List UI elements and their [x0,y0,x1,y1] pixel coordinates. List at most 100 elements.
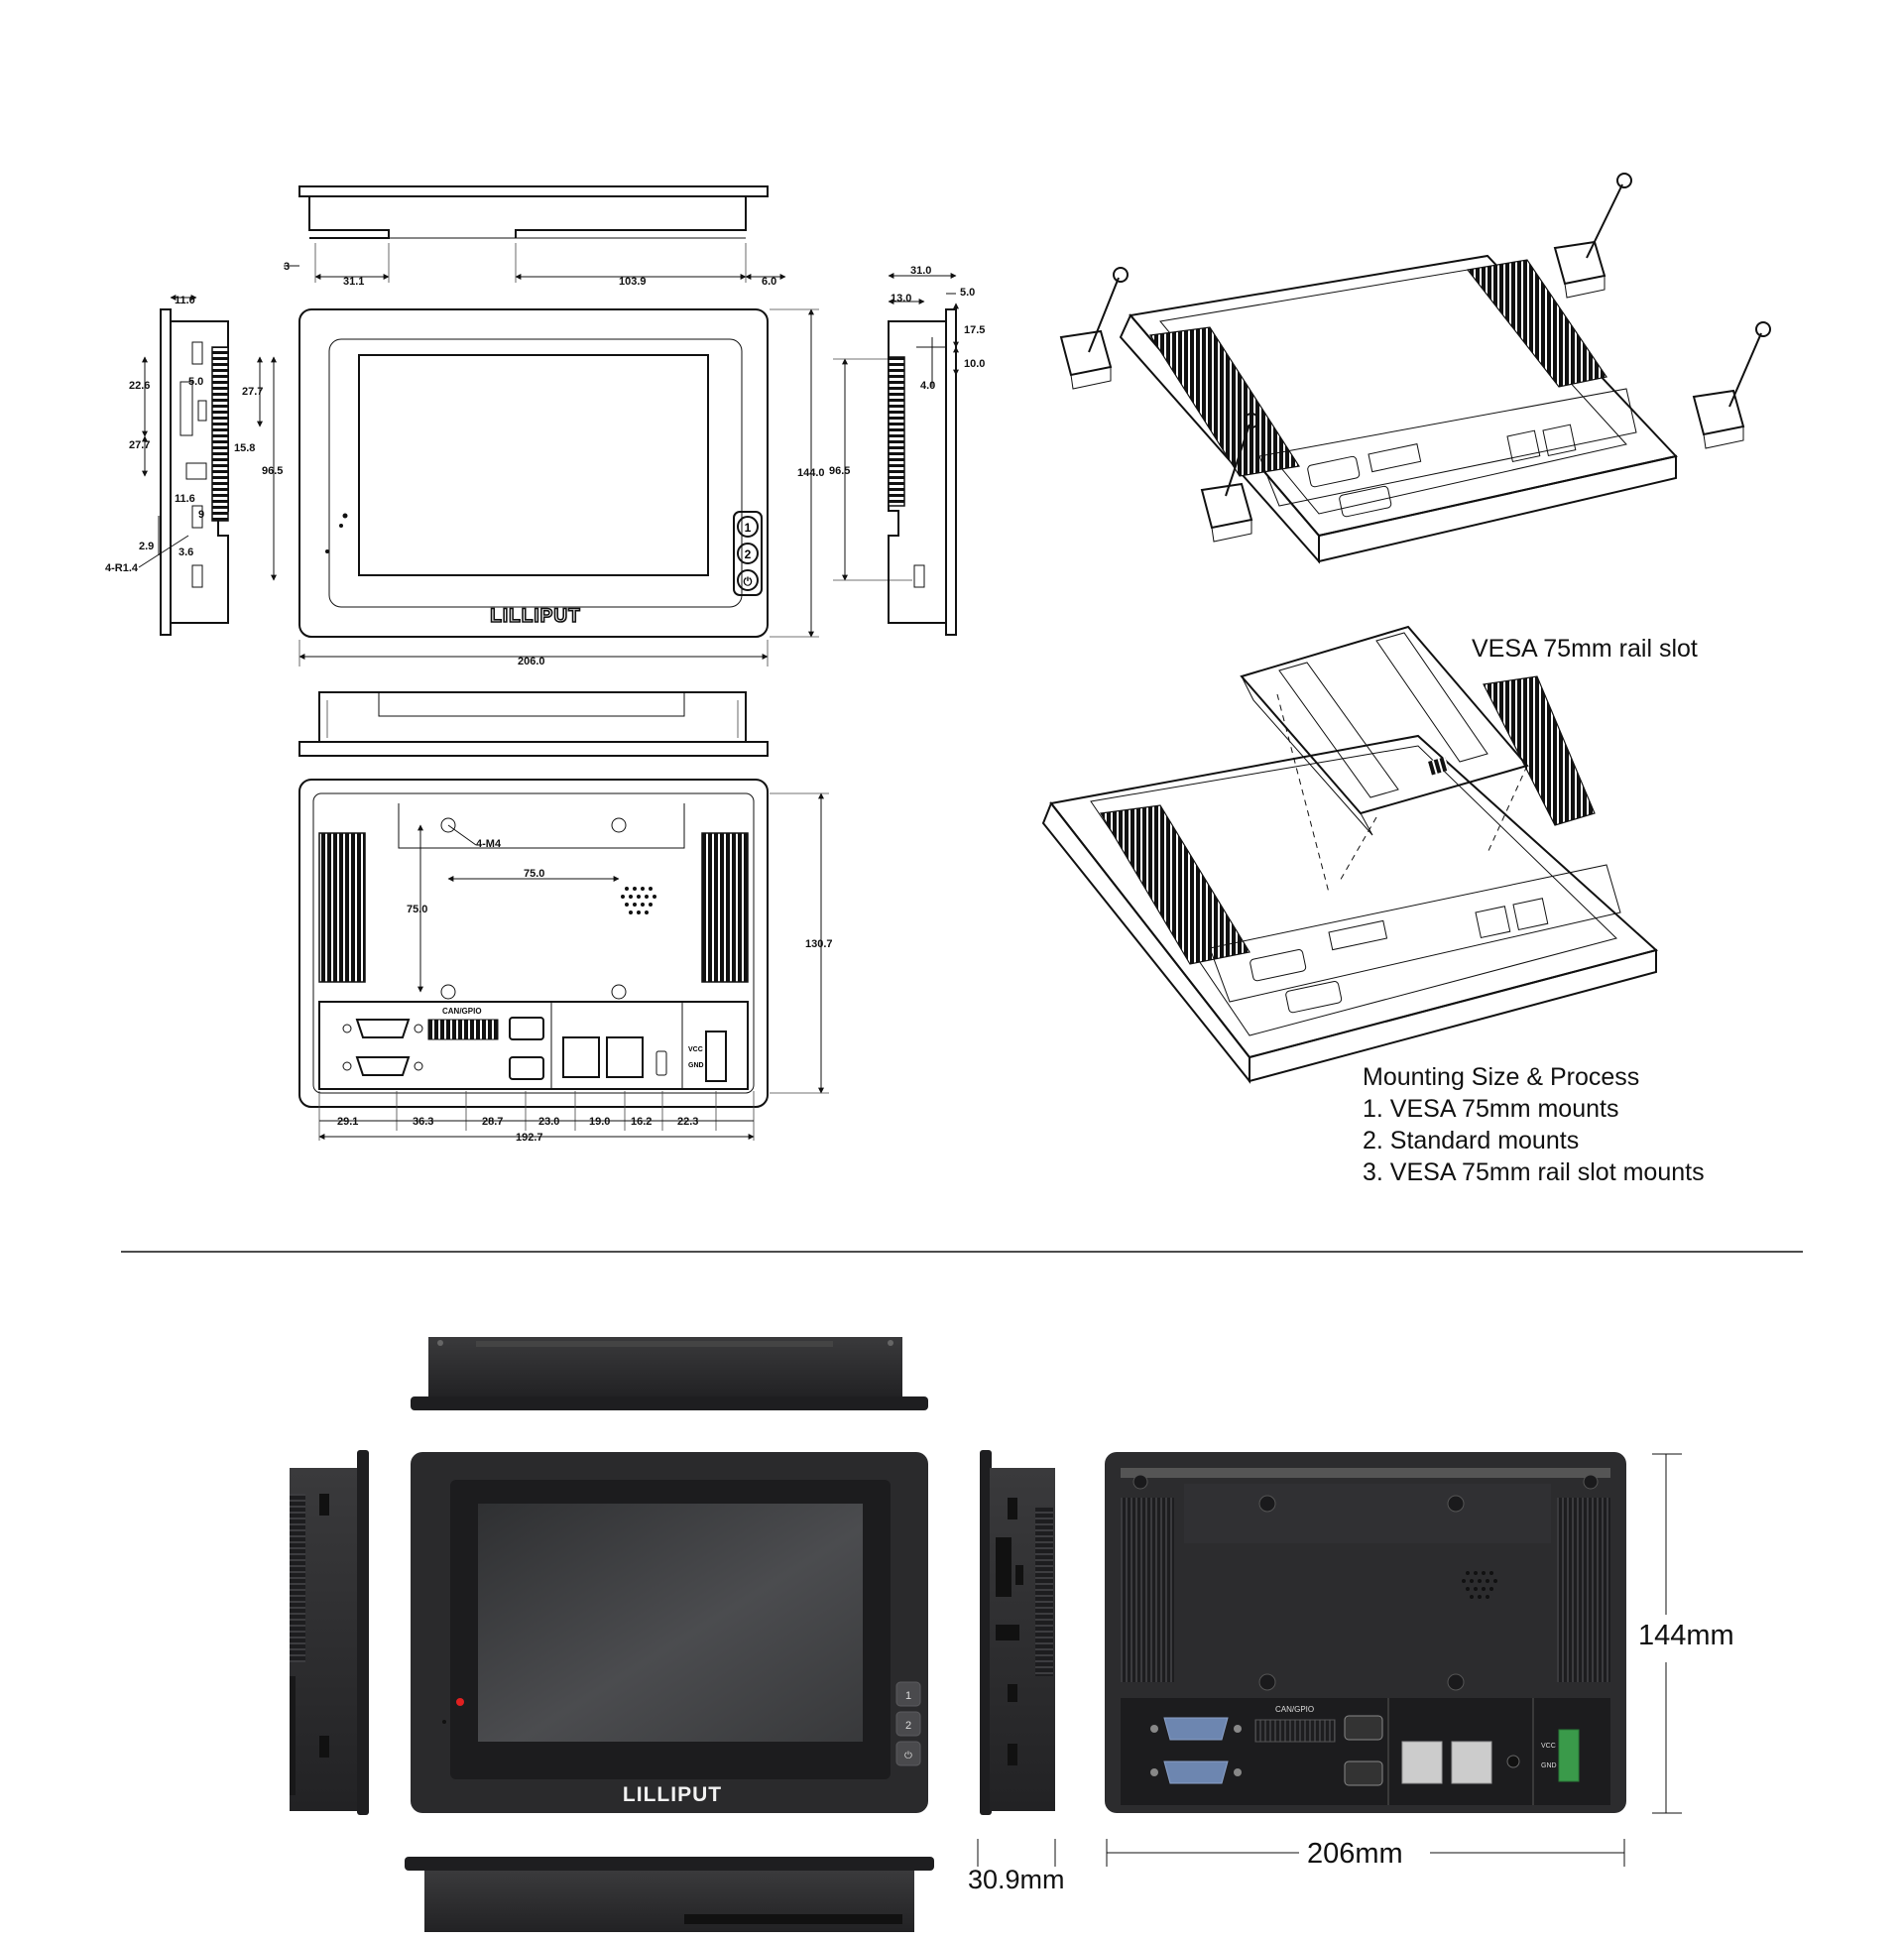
dim-bot-291: 29.1 [337,1116,358,1128]
speaker-grille [621,887,656,914]
render-button-2: 2 [895,1711,921,1737]
dim-left-depth: 11.0 [175,295,195,306]
svg-text:⏻: ⏻ [904,1751,912,1761]
mount-screw-1 [1059,267,1129,390]
mount-screw-3 [1692,321,1771,449]
mount-screw-4 [1200,413,1259,543]
front-brand-logo: LILLIPUT [490,606,580,627]
dim-left-158: 15.8 [234,442,255,454]
dim-left-277a: 27.7 [242,386,263,398]
dim-bot-230: 23.0 [538,1116,559,1128]
svg-text:2: 2 [745,547,752,561]
render-screen [478,1504,863,1742]
dim-right-100: 10.0 [964,358,985,370]
dim-back-m4: 4-M4 [476,838,502,850]
render-serial-port-2 [1150,1760,1242,1784]
render-vcc-label: VCC [1541,1743,1556,1750]
render-gnd-label: GND [1541,1762,1557,1769]
dim-bot-363: 36.3 [413,1116,433,1128]
dim-bot-287: 28.7 [482,1116,503,1128]
caption-mounting-title: Mounting Size & Process [1363,1063,1639,1091]
right-side-view: 31.0 13.0 5.0 17.5 10.0 4.0 [888,265,985,636]
top-edge-view: 3 31.1 103.9 6.0 [284,185,786,288]
dim-left-9: 9 [198,509,204,521]
dim-back-height: 130.7 [805,938,833,950]
dim-render-height: 144mm [1638,1620,1734,1651]
back-view: CAN/GPIO VCC GND 4-M4 75.0 75.0 130.7 [298,779,833,1144]
dim-right-40: 4.0 [920,380,935,392]
dim-top-slot2: 103.9 [619,276,647,288]
render-power-terminal [1558,1729,1580,1782]
dim-left-965: 96.5 [262,465,283,477]
serial-port-2 [342,1056,423,1076]
dim-left-29: 2.9 [139,541,154,552]
dim-front-height: 144.0 [797,467,825,479]
back-width-chain: 29.1 36.3 28.7 23.0 19.0 16.2 22.3 192.7 [318,1091,755,1144]
dim-left-226: 22.6 [129,380,150,392]
dim-front-965: 96.5 [829,465,850,477]
dim-left-116: 11.6 [175,493,195,505]
render-serial-port-1 [1150,1717,1242,1741]
iso-rail-slot-view [1041,625,1659,1084]
dim-right-depth: 31.0 [910,265,931,277]
dim-top-left-offset: 3 [284,261,290,273]
dim-bot-total: 192.7 [516,1132,543,1144]
dim-render-depth: 30.9mm [968,1865,1065,1894]
dim-bot-162: 16.2 [631,1116,652,1128]
dim-left-277b: 27.7 [129,439,150,451]
render-usb-port-1 [1344,1715,1383,1741]
left-side-view: 11.0 5.0 22.6 27.7 27.7 15.8 96.5 11.6 9… [105,295,283,636]
front-power-button: ⏻ [737,569,759,591]
back-can-gpio-label: CAN/GPIO [442,1007,482,1016]
vesa-rail-bracket [1240,625,1529,894]
front-button-1: 1 [737,516,759,538]
render-power-button: ⏻ [895,1741,921,1766]
render-can-gpio-label: CAN/GPIO [1275,1705,1314,1714]
render-back: CAN/GPIO VCC GND [1105,1452,1626,1813]
power-led [456,1698,464,1706]
render-lan-port-2 [1451,1741,1492,1784]
back-vcc-label: VCC [688,1046,703,1053]
dim-left-36: 3.6 [178,546,193,558]
dim-back-75h: 75.0 [524,868,544,880]
render-height-dimension: 144mm [1638,1453,1734,1814]
dim-render-width: 206mm [1307,1838,1403,1870]
dim-front-width: 206.0 [518,656,545,668]
dim-top-slot: 31.1 [343,276,364,288]
iso-standard-mount-view [1059,173,1771,564]
dim-back-75v: 75.0 [407,904,427,915]
render-right-side [980,1450,1055,1815]
render-speaker-grille [1462,1571,1497,1599]
svg-text:1: 1 [745,521,752,535]
mount-screw-2 [1553,173,1632,299]
svg-text:⏻: ⏻ [744,575,753,588]
render-usb-port-2 [1344,1760,1383,1786]
render-button-1: 1 [895,1681,921,1707]
dim-left-hole: 4-R1.4 [105,562,139,574]
dim-right-50: 5.0 [960,287,975,299]
render-width-dimension: 206mm [1106,1838,1625,1870]
front-button-2: 2 [737,543,759,564]
dim-right-175: 17.5 [964,324,985,336]
serial-port-1 [342,1019,423,1038]
bottom-edge-view [298,691,769,757]
caption-rail-slot: VESA 75mm rail slot [1472,635,1698,663]
caption-mount-3: 3. VESA 75mm rail slot mounts [1363,1158,1705,1186]
front-view: 1 2 ⏻ LILLIPUT 206.0 144.0 96.5 [298,308,912,668]
render-audio-jack [1506,1755,1520,1768]
render-left-side [290,1450,369,1815]
render-bottom-edge [405,1857,934,1932]
back-gnd-label: GND [688,1062,704,1069]
dim-bot-223: 22.3 [677,1116,698,1128]
svg-text:1: 1 [905,1690,911,1702]
render-top-edge [411,1337,928,1410]
dim-left-5: 5.0 [188,376,203,388]
render-front: 1 2 ⏻ LILLIPUT [411,1452,928,1813]
render-brand-logo: LILLIPUT [623,1783,722,1806]
dim-right-130: 13.0 [891,293,911,304]
svg-text:2: 2 [905,1720,911,1732]
dim-top-edge: 6.0 [762,276,776,288]
render-depth-dimension: 30.9mm [968,1839,1065,1894]
caption-mount-1: 1. VESA 75mm mounts [1363,1095,1618,1123]
